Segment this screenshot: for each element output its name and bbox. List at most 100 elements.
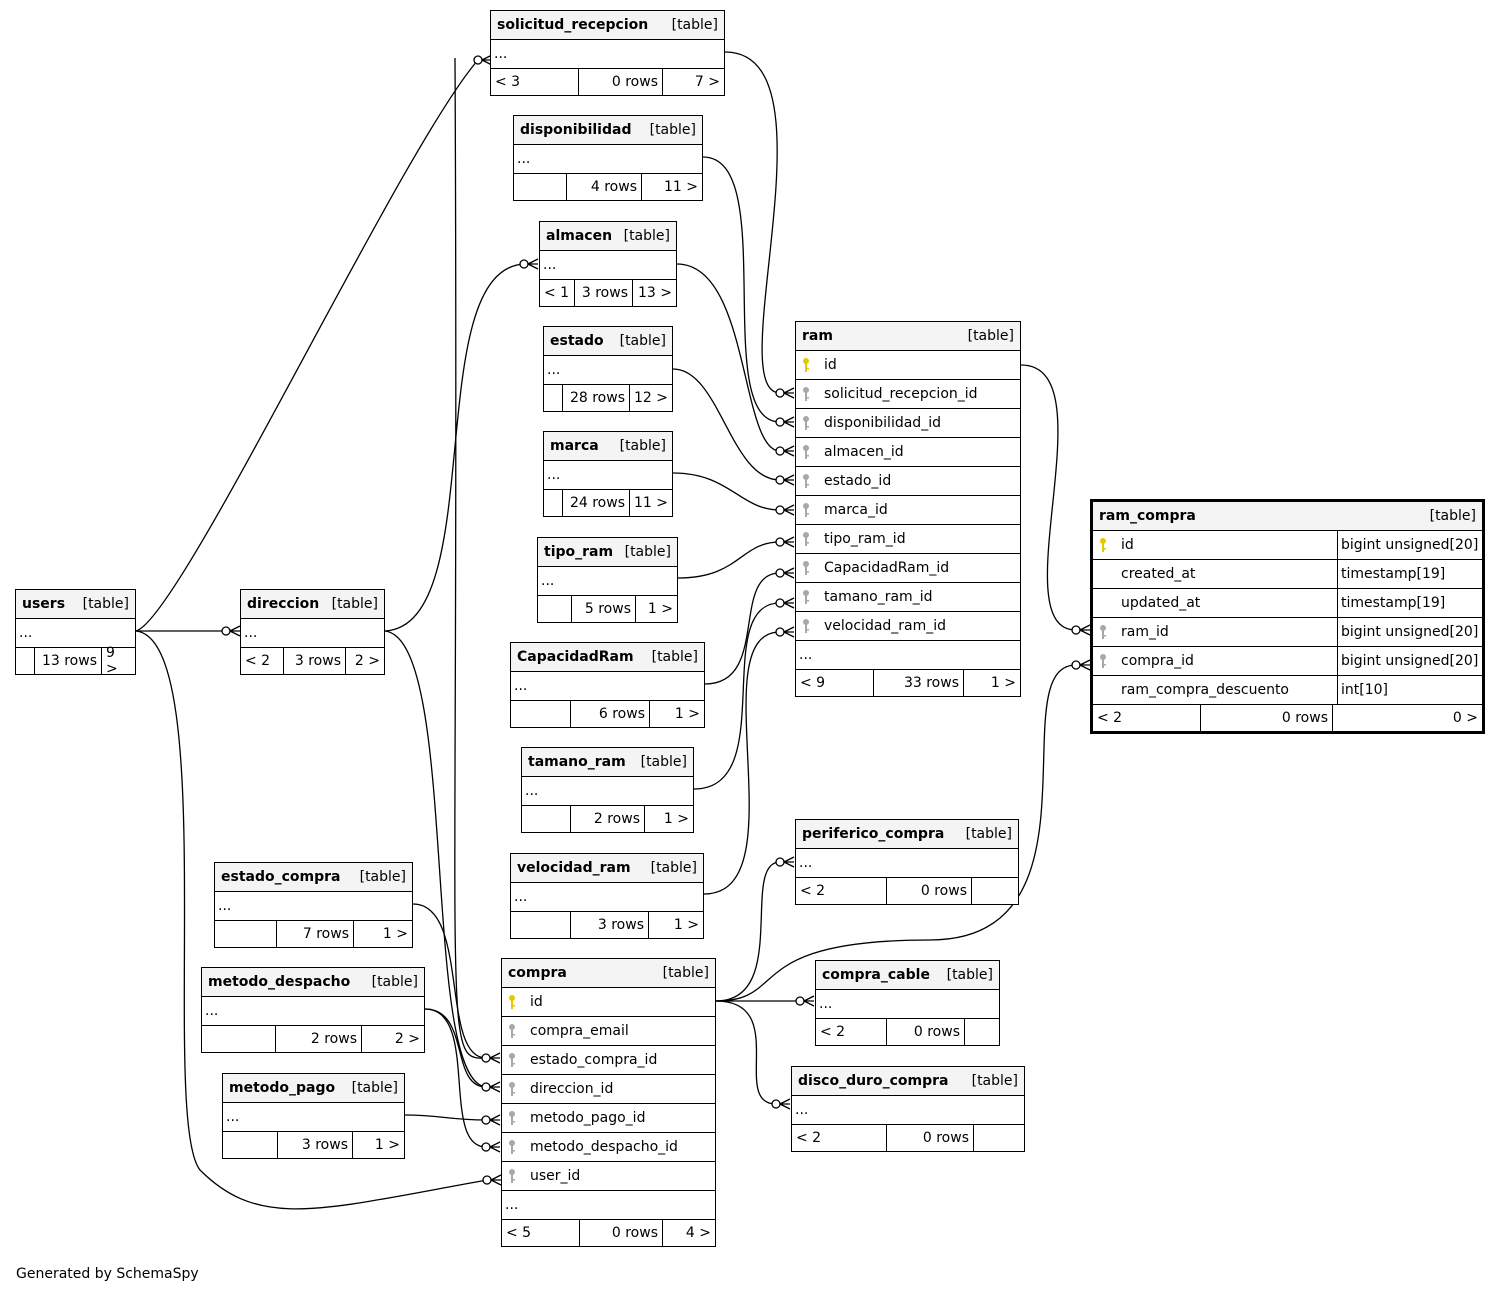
- children-count[interactable]: 1 >: [674, 706, 700, 722]
- children-count[interactable]: [972, 878, 1018, 904]
- children-count[interactable]: 2 >: [394, 1031, 420, 1047]
- children-count[interactable]: 1 >: [663, 811, 689, 827]
- parents-count[interactable]: < 2: [816, 1019, 887, 1045]
- parents-count[interactable]: [544, 490, 563, 516]
- column-row[interactable]: tipo_ram_id: [796, 525, 1020, 554]
- parents-count[interactable]: < 2: [241, 648, 284, 674]
- parents-count[interactable]: < 3: [491, 69, 579, 95]
- parents-count[interactable]: < 2: [796, 878, 887, 904]
- column-row[interactable]: user_id: [502, 1162, 715, 1191]
- parents-count[interactable]: [16, 648, 35, 674]
- table-name[interactable]: metodo_pago: [229, 1080, 336, 1096]
- parents-count[interactable]: < 9: [796, 670, 874, 696]
- parents-count[interactable]: [511, 701, 571, 727]
- table-name[interactable]: velocidad_ram: [517, 860, 631, 876]
- column-row[interactable]: almacen_id: [796, 438, 1020, 467]
- children-count[interactable]: 1 >: [990, 675, 1016, 691]
- parents-count[interactable]: [215, 921, 277, 947]
- column-row[interactable]: estado_compra_id: [502, 1046, 715, 1075]
- parents-count[interactable]: [538, 596, 572, 622]
- children-count[interactable]: 1 >: [382, 926, 408, 942]
- parents-count[interactable]: [202, 1026, 276, 1052]
- children-count[interactable]: 13 >: [638, 285, 672, 301]
- parents-count[interactable]: < 2: [1093, 705, 1201, 731]
- parents-count[interactable]: [544, 385, 563, 411]
- parents-count[interactable]: [511, 912, 571, 938]
- table-name[interactable]: almacen: [546, 228, 613, 244]
- table-name[interactable]: compra_cable: [822, 967, 930, 983]
- parents-count[interactable]: [522, 806, 571, 832]
- column-row[interactable]: marca_id: [796, 496, 1020, 525]
- children-count[interactable]: 4 >: [685, 1225, 711, 1241]
- children-count[interactable]: [974, 1125, 1024, 1151]
- column-row[interactable]: id: [796, 351, 1020, 380]
- column-row[interactable]: direccion_id: [502, 1075, 715, 1104]
- table-name[interactable]: ram: [802, 328, 833, 344]
- table-name[interactable]: disponibilidad: [520, 122, 632, 138]
- column-row[interactable]: tamano_ram_id: [796, 583, 1020, 612]
- table-name[interactable]: users: [22, 596, 66, 612]
- table-name[interactable]: solicitud_recepcion: [497, 17, 649, 33]
- table-name[interactable]: ram_compra: [1099, 508, 1196, 524]
- children-count[interactable]: 11 >: [664, 179, 698, 195]
- children-count[interactable]: 1 >: [673, 917, 699, 933]
- table-name[interactable]: tamano_ram: [528, 754, 626, 770]
- table-name[interactable]: tipo_ram: [544, 544, 614, 560]
- parents-count[interactable]: < 2: [792, 1125, 887, 1151]
- children-count[interactable]: 0 >: [1452, 710, 1478, 726]
- children-count[interactable]: 12 >: [634, 390, 668, 406]
- table-name[interactable]: CapacidadRam: [517, 649, 634, 665]
- table-name[interactable]: periferico_compra: [802, 826, 945, 842]
- table-name[interactable]: estado_compra: [221, 869, 341, 885]
- column-row[interactable]: metodo_despacho_id: [502, 1133, 715, 1162]
- children-count[interactable]: 2 >: [354, 653, 380, 669]
- table-name[interactable]: disco_duro_compra: [798, 1073, 949, 1089]
- column-row[interactable]: disponibilidad_id: [796, 409, 1020, 438]
- parents-count[interactable]: < 5: [502, 1220, 580, 1246]
- table-name[interactable]: direccion: [247, 596, 320, 612]
- children-count[interactable]: 1 >: [647, 601, 673, 617]
- parents-count[interactable]: < 1: [540, 280, 575, 306]
- column-row[interactable]: metodo_pago_id: [502, 1104, 715, 1133]
- table-name[interactable]: estado: [550, 333, 604, 349]
- children-count[interactable]: 7 >: [694, 74, 720, 90]
- table-name[interactable]: metodo_despacho: [208, 974, 351, 990]
- column-row[interactable]: estado_id: [796, 467, 1020, 496]
- table-name[interactable]: marca: [550, 438, 599, 454]
- children-count[interactable]: 1 >: [374, 1137, 400, 1153]
- column-row[interactable]: id: [502, 988, 715, 1017]
- children-count[interactable]: 9 >: [106, 645, 118, 677]
- column-row[interactable]: velocidad_ram_id: [796, 612, 1020, 641]
- column-row[interactable]: CapacidadRam_id: [796, 554, 1020, 583]
- children-count[interactable]: [965, 1019, 999, 1045]
- parents-count[interactable]: [514, 174, 567, 200]
- column-row[interactable]: compra_email: [502, 1017, 715, 1046]
- column-row[interactable]: solicitud_recepcion_id: [796, 380, 1020, 409]
